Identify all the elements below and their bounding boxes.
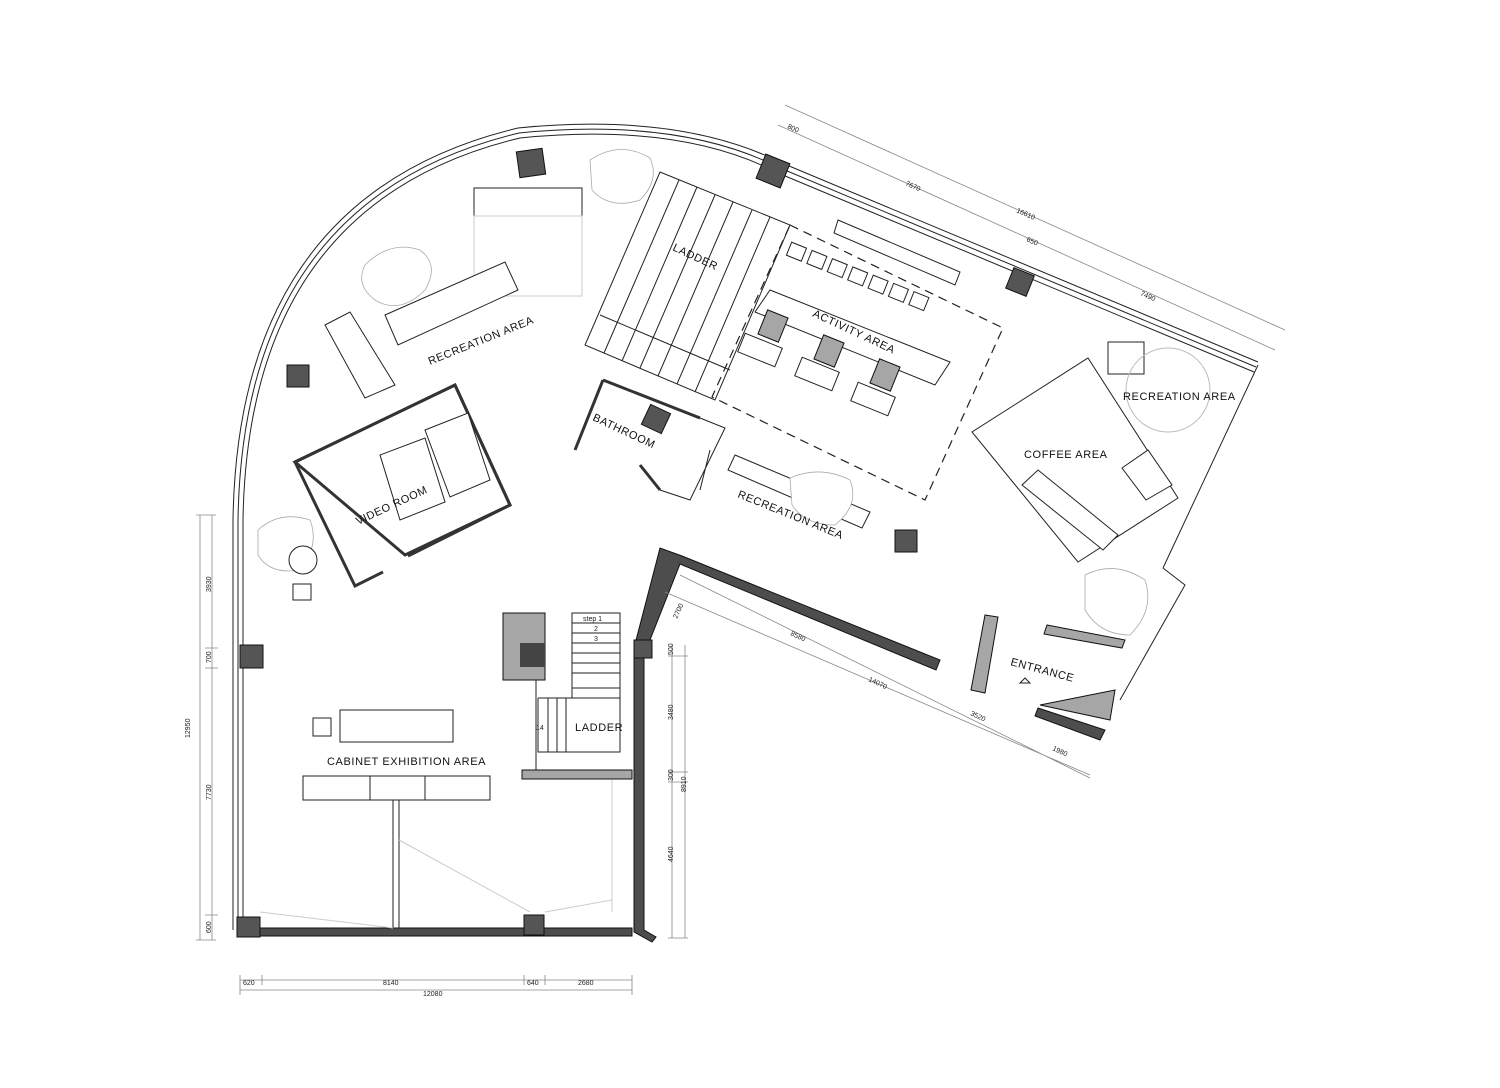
- coffee-area: [971, 341, 1211, 636]
- dim-left-2: 12950: [185, 718, 192, 738]
- dim-bottom-3: 2680: [578, 980, 594, 987]
- recreation-furniture-nw: [324, 149, 654, 399]
- dim-inner-2: 300: [668, 769, 675, 781]
- dim-inner-0: 500: [668, 643, 675, 655]
- label-coffee-area: COFFEE AREA: [1024, 449, 1108, 461]
- dim-bottom-1: 8140: [383, 980, 399, 987]
- east-glass-wall: [1119, 364, 1259, 701]
- video-room: [257, 382, 512, 601]
- dim-left-4: 600: [206, 921, 213, 933]
- dim-diag-4: 1980: [1051, 745, 1068, 758]
- label-recreation-area-east: RECREATION AREA: [1123, 391, 1236, 403]
- label-ladder-stairs: LADDER: [575, 722, 623, 734]
- outer-curved-wall: [232, 123, 1259, 930]
- dim-left-3: 7730: [206, 784, 213, 800]
- dim-bottom-0: 620: [243, 980, 255, 987]
- stairs: step 1 2 3 14: [502, 612, 621, 770]
- activity-area: [711, 219, 1004, 501]
- columns: [236, 147, 1035, 938]
- dim-diag-0: 2700: [672, 603, 685, 620]
- dim-bottom-2: 640: [527, 980, 539, 987]
- stair-step-1: step 1: [583, 616, 602, 623]
- dim-top-2: 16610: [1015, 207, 1036, 221]
- stair-step-14: 14: [536, 725, 544, 732]
- dim-inner-3: 8910: [681, 776, 688, 792]
- stair-step-3: 3: [594, 636, 598, 643]
- cabinet-exhibition: [259, 709, 613, 929]
- dim-diag-2: 14070: [867, 676, 888, 691]
- dim-left-1: 700: [206, 651, 213, 663]
- label-entrance: ENTRANCE: [1009, 656, 1075, 684]
- dim-top-0: 800: [786, 123, 800, 134]
- dim-left-0: 3930: [206, 576, 213, 592]
- dim-top-3: 650: [1025, 236, 1039, 247]
- entrance-elements: [970, 614, 1126, 721]
- stair-step-2: 2: [594, 626, 598, 633]
- dimension-lines: [196, 104, 1286, 995]
- recreation-furniture-center: [727, 454, 871, 529]
- dim-top-4: 7490: [1139, 290, 1156, 303]
- bathroom: [573, 378, 726, 501]
- dim-top-1: 7670: [904, 180, 921, 193]
- dim-inner-4: 4640: [668, 846, 675, 862]
- label-cabinet-exhibition-area: CABINET EXHIBITION AREA: [327, 756, 486, 768]
- walls: [239, 547, 1106, 943]
- main-ladder: [584, 171, 791, 401]
- dim-diag-1: 8580: [789, 630, 806, 643]
- dim-diag-3: 3520: [969, 710, 986, 723]
- dim-inner-1: 3480: [668, 704, 675, 720]
- dim-bottom-4: 12080: [423, 991, 443, 998]
